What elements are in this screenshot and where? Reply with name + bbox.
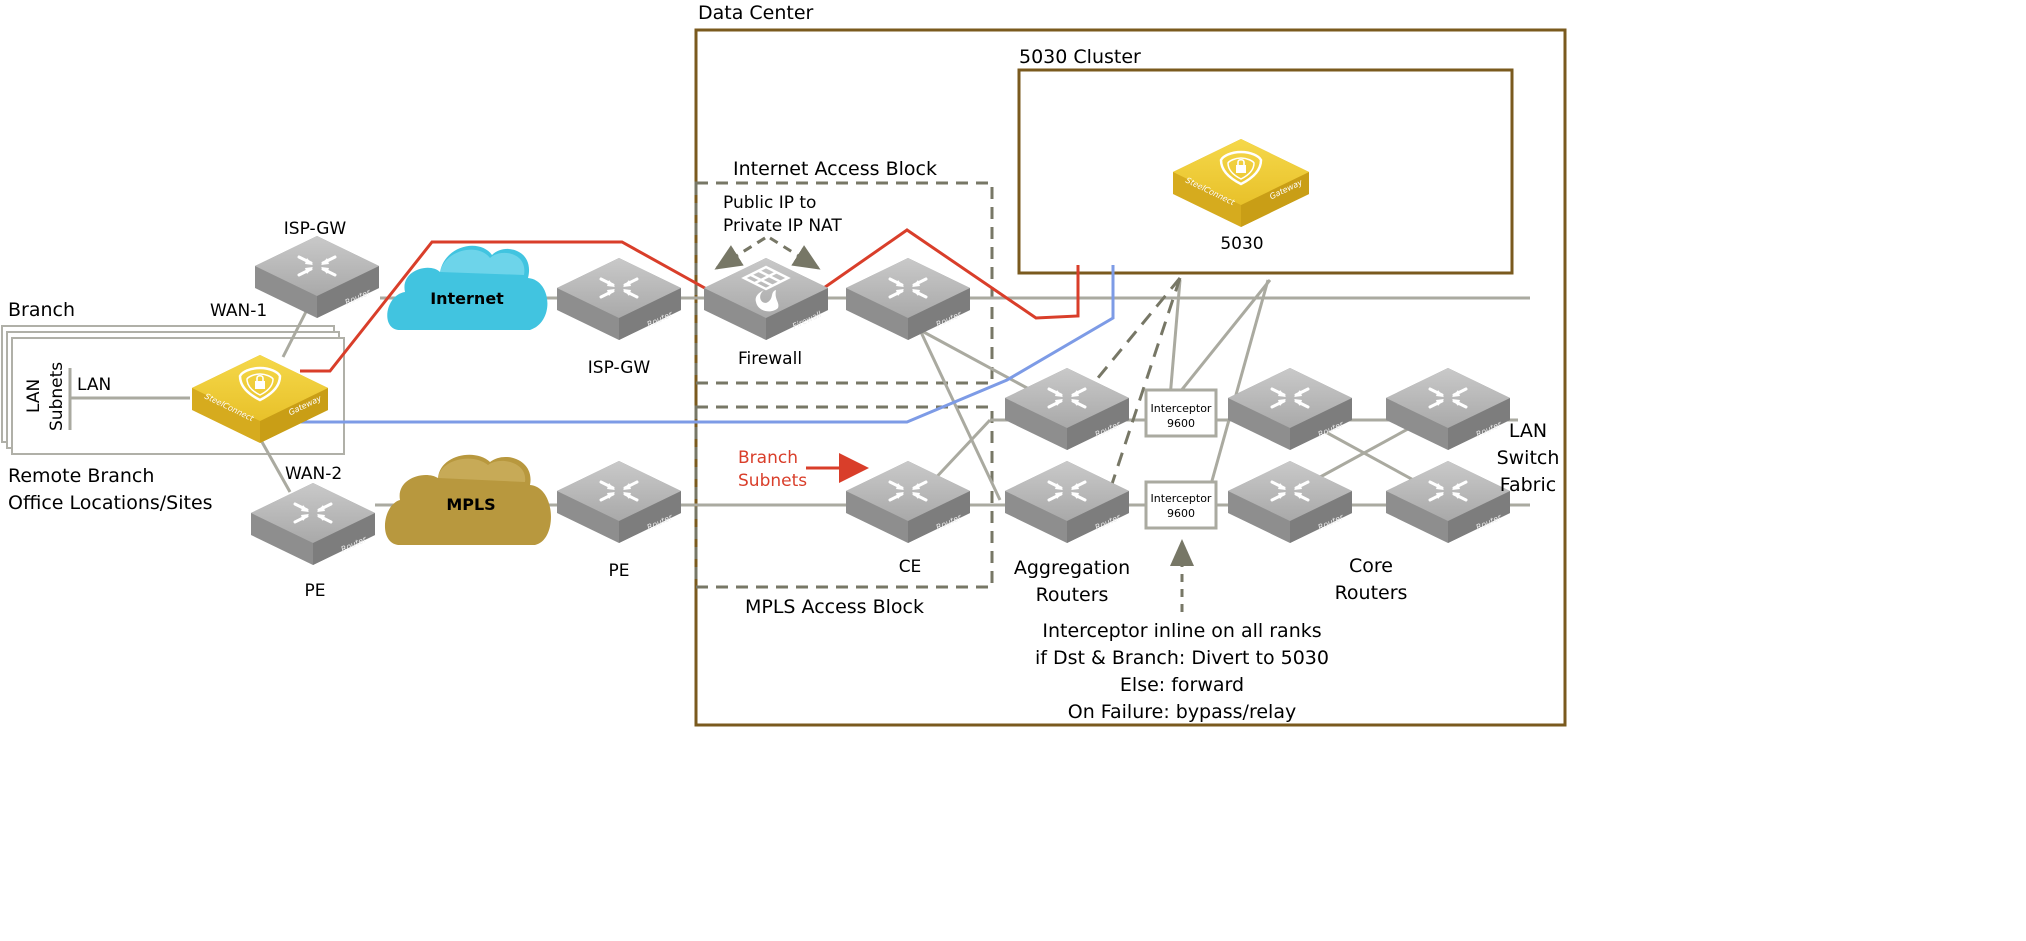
svg-text:9600: 9600 <box>1167 417 1195 430</box>
router-ce: Router <box>844 459 972 545</box>
router-core-4: Router <box>1384 459 1512 545</box>
label-wan2: WAN-2 <box>285 464 342 484</box>
router-pe-branch: Router <box>249 481 377 567</box>
label-core-1: Core <box>1349 555 1393 577</box>
label-lan: LAN <box>77 375 111 395</box>
branch-frames <box>1 325 345 455</box>
label-aggregation-1: Aggregation <box>1014 557 1130 579</box>
network-diagram: Data Center 5030 Cluster Internet Access… <box>1 2 1567 727</box>
lan-fabric-note-2: Switch <box>1497 447 1560 469</box>
label-lan-subnets-2: Subnets <box>47 362 67 431</box>
label-5030: 5030 <box>1220 234 1263 254</box>
router-aggregation-top: Router <box>1003 366 1131 452</box>
cluster-label: 5030 Cluster <box>1019 46 1141 68</box>
branch-label: Branch <box>8 299 75 321</box>
data-center-frame <box>694 28 1567 727</box>
svg-text:9600: 9600 <box>1167 507 1195 520</box>
interceptor-note: Interceptor inline on all ranks if Dst &… <box>1035 620 1329 723</box>
router-aggregation-bottom: Router <box>1003 459 1131 545</box>
router-isp-gw-branch: Router <box>253 234 381 320</box>
label-isp-gw-branch: ISP-GW <box>284 219 347 239</box>
internet-access-block-label: Internet Access Block <box>733 158 937 180</box>
steelconnect-gateway-branch: SteelConnect Gateway <box>190 353 330 445</box>
interceptor-note-line-3: Else: forward <box>1120 674 1244 696</box>
svg-text:Interceptor: Interceptor <box>1151 492 1212 505</box>
data-center-label: Data Center <box>698 2 814 24</box>
router-internet-edge: Router <box>844 256 972 342</box>
mpls-cloud: MPLS <box>384 454 551 545</box>
blue-path <box>300 265 1115 424</box>
internet-cloud-label: Internet <box>430 289 504 308</box>
label-lan-subnets-1: LAN <box>24 379 44 413</box>
nat-note-1: Public IP to <box>723 193 816 213</box>
label-pe-dc: PE <box>609 561 630 581</box>
interceptor-top: Interceptor 9600 <box>1144 388 1218 438</box>
interceptor-note-line-1: Interceptor inline on all ranks <box>1042 620 1321 642</box>
branch-sites-label-2: Office Locations/Sites <box>8 492 213 514</box>
steelconnect-gateway-5030: SteelConnect Gateway <box>1171 137 1311 229</box>
mpls-cloud-label: MPLS <box>446 495 495 514</box>
label-aggregation-2: Routers <box>1036 584 1109 606</box>
label-wan1: WAN-1 <box>210 301 267 321</box>
router-core-2: Router <box>1384 366 1512 452</box>
branch-subnets-note-2: Subnets <box>738 471 807 491</box>
cluster-frame <box>1017 68 1514 275</box>
mpls-access-block <box>694 405 994 589</box>
firewall-device: Firewall <box>702 256 830 342</box>
label-firewall: Firewall <box>738 349 802 369</box>
router-core-3: Router <box>1226 459 1354 545</box>
lan-fabric-note-3: Fabric <box>1500 474 1556 496</box>
label-pe-branch: PE <box>305 581 326 601</box>
interceptor-bottom: Interceptor 9600 <box>1144 480 1218 530</box>
interceptor-note-line-2: if Dst & Branch: Divert to 5030 <box>1035 647 1329 669</box>
router-isp-gw-dc: Router <box>555 256 683 342</box>
internet-cloud: Internet <box>387 245 548 330</box>
branch-sites-label-1: Remote Branch <box>8 465 154 487</box>
svg-text:Interceptor: Interceptor <box>1151 402 1212 415</box>
label-core-2: Routers <box>1335 582 1408 604</box>
label-isp-gw-dc: ISP-GW <box>588 358 651 378</box>
router-pe-dc: Router <box>555 459 683 545</box>
dashed-connectors <box>1086 277 1182 491</box>
lan-fabric-note-1: LAN <box>1509 420 1547 442</box>
interceptor-note-line-4: On Failure: bypass/relay <box>1068 701 1296 723</box>
branch-subnets-note-1: Branch <box>738 448 798 468</box>
mpls-access-block-label: MPLS Access Block <box>745 596 924 618</box>
nat-note-2: Private IP NAT <box>723 216 842 236</box>
label-ce: CE <box>899 557 922 577</box>
